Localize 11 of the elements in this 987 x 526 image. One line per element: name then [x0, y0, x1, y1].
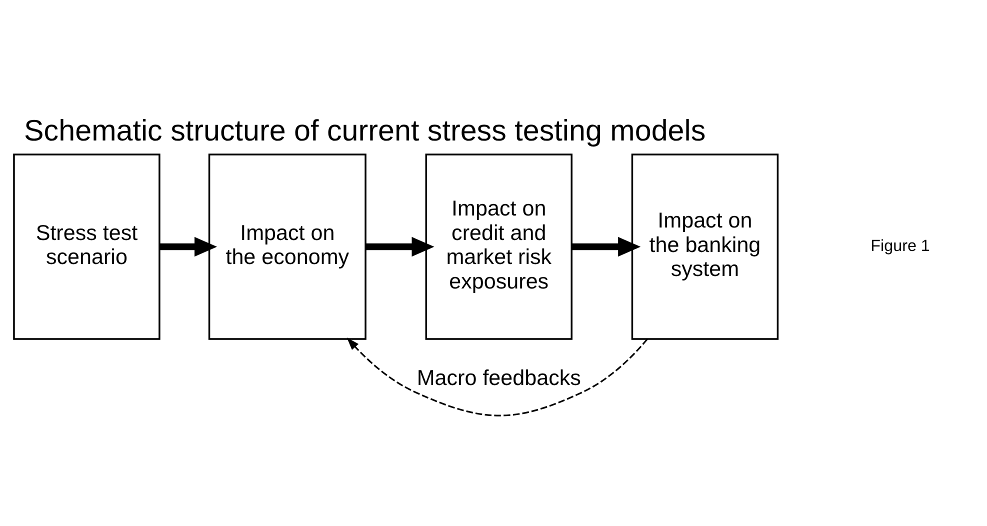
arrow — [366, 236, 434, 256]
arrow — [160, 236, 218, 256]
arrow — [572, 236, 641, 256]
diagram-title: Schematic structure of current stress testing models — [24, 114, 706, 147]
node-box: Impact on credit and market risk exposures — [425, 153, 572, 340]
arrow — [346, 337, 648, 416]
node-box: Impact on the economy — [208, 153, 366, 340]
node-box: Stress test scenario — [13, 153, 160, 340]
edge-label: Macro feedbacks — [416, 364, 581, 390]
node-box: Impact on the banking system — [631, 153, 779, 340]
label: Figure 1 — [870, 236, 930, 254]
